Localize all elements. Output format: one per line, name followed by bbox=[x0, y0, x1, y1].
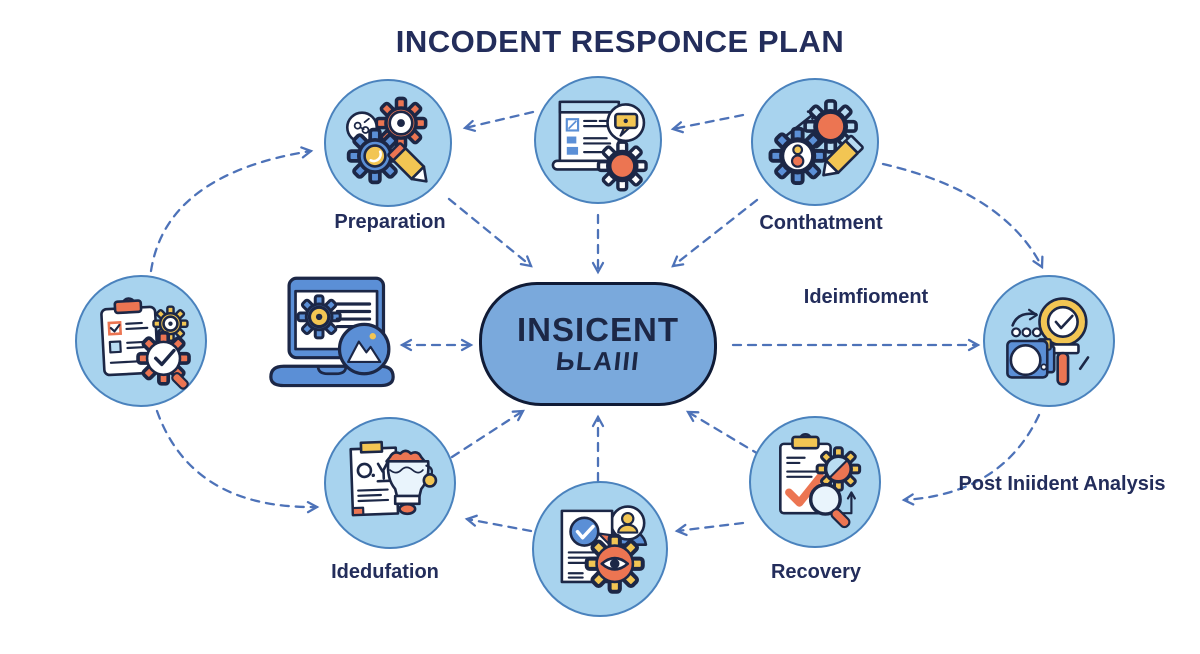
center-node-title: INSICENT bbox=[516, 311, 679, 349]
node-circle bbox=[749, 416, 881, 548]
center-node: INSICENT ЬLAIII bbox=[479, 282, 717, 406]
node-documentation bbox=[534, 76, 662, 204]
node-monitoring bbox=[262, 274, 402, 394]
clipboard-check-magnifier-icon bbox=[779, 433, 862, 529]
node-circle bbox=[751, 78, 879, 206]
laptop-gear-icon bbox=[269, 276, 395, 388]
node-circle bbox=[324, 79, 452, 207]
document-lightbulb-icon bbox=[349, 440, 438, 517]
node-review bbox=[532, 481, 668, 617]
floating-label-post-incident-analysis: Post Iniident Analysis bbox=[958, 473, 1166, 495]
node-label-ideation: Idedufation bbox=[331, 561, 439, 583]
center-node-subtitle: ЬLAIII bbox=[554, 345, 642, 376]
node-ideation bbox=[324, 417, 456, 549]
measure-check-icon bbox=[1006, 297, 1090, 386]
node-label-containment: Conthatment bbox=[759, 212, 883, 234]
node-recovery bbox=[749, 416, 881, 548]
node-label-preparation: Preparation bbox=[334, 211, 446, 233]
report-chat-gear-icon bbox=[551, 100, 648, 192]
node-circle bbox=[324, 417, 456, 549]
gears-pencil-icon bbox=[345, 96, 428, 185]
node-containment bbox=[751, 78, 879, 206]
node-audit bbox=[75, 275, 207, 407]
document-eye-gear-icon bbox=[560, 505, 648, 601]
gear-arrow-pencil-icon bbox=[768, 99, 864, 185]
node-circle bbox=[534, 76, 662, 204]
node-circle bbox=[532, 481, 668, 617]
diagram-title: INCODENT RESPONCE PLAN bbox=[395, 24, 845, 59]
node-inspection bbox=[983, 275, 1115, 407]
node-circle bbox=[983, 275, 1115, 407]
node-label-recovery: Recovery bbox=[770, 561, 862, 583]
node-circle bbox=[75, 275, 207, 407]
clipboard-gear-check-icon bbox=[100, 297, 191, 390]
node-preparation bbox=[324, 79, 452, 207]
floating-label-identification: Ideimfioment bbox=[803, 286, 929, 308]
